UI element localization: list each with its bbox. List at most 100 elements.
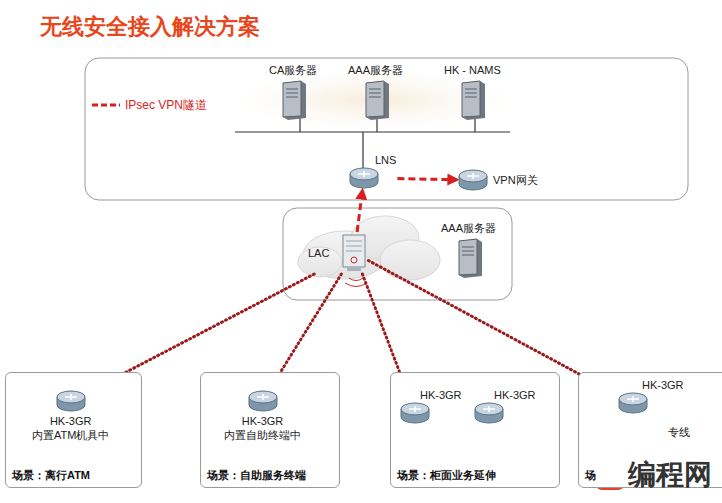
device-note: 内置自助终端中 [224, 428, 301, 442]
device-label: HK-3GR [50, 414, 92, 428]
lac-body [343, 235, 365, 267]
router-icon [474, 402, 504, 424]
lac-antenna [351, 257, 357, 263]
router-mark [627, 396, 639, 402]
server-bus [235, 131, 510, 132]
diagram-title: 无线安全接入解决方案 [40, 12, 260, 42]
device-label: CA服务器 [269, 63, 317, 77]
device-label: 场 [585, 468, 596, 482]
server-front [283, 81, 301, 117]
device-node: HK-3GR [399, 387, 463, 425]
icon [349, 167, 379, 189]
router-mark [483, 406, 495, 412]
device-label: LNS [375, 153, 396, 167]
device-node: VPN网关 [457, 168, 539, 192]
router-icon [458, 169, 488, 191]
line-label: 专线 [668, 426, 690, 438]
server-slots [286, 89, 298, 97]
device-label: HK-3GR [642, 378, 684, 392]
legend-sample [92, 104, 120, 107]
cloud [298, 216, 440, 280]
leased-line [652, 408, 690, 428]
device-node: HK - NAMS [443, 62, 502, 121]
device-label: HK-3GR [494, 388, 536, 402]
icon [458, 80, 486, 120]
server-icon [279, 80, 307, 120]
link [631, 414, 640, 428]
router-top [249, 391, 277, 403]
device-node: HK-3GR [473, 387, 537, 425]
device-label: 场景：离行ATM [12, 468, 90, 482]
router-top [401, 403, 429, 415]
device-node: LAC [307, 232, 368, 274]
core-region [85, 58, 688, 200]
router-icon [349, 167, 379, 189]
router-icon [248, 390, 278, 412]
server-side [459, 239, 482, 278]
router-top [57, 391, 85, 403]
icon [474, 402, 504, 424]
wave [349, 278, 363, 281]
server-side [462, 81, 485, 120]
server-front [459, 239, 477, 275]
bus-drop [376, 118, 377, 132]
device-label: VPN网关 [493, 173, 538, 187]
cloud-part [380, 240, 440, 280]
server-side [283, 81, 306, 120]
device-label: AAA服务器 [441, 221, 496, 235]
device-label: HK - NAMS [444, 63, 501, 77]
icon [279, 80, 307, 120]
device-label: HK-3GR [242, 414, 284, 428]
lns-drop [362, 132, 363, 168]
device-node: AAA服务器 [440, 220, 497, 279]
wireless-link [362, 274, 405, 387]
device-node: HK-3GR [617, 377, 685, 415]
router-icon [400, 402, 430, 424]
device-label: 场景：自助服务终端 [207, 468, 306, 482]
server-front [462, 81, 480, 117]
device-label: 场景：柜面业务延伸 [397, 468, 496, 482]
icon [248, 390, 278, 412]
router-icon [56, 390, 86, 412]
device-node: LNS [348, 152, 397, 190]
router-mark [409, 406, 421, 412]
scene-box: 场景：自助服务终端 HK-3GR内置自助终端中 [200, 372, 340, 488]
server-slots [465, 89, 477, 97]
router-top [350, 168, 378, 180]
device-label: HK-3GR [420, 388, 462, 402]
watermark: 编程网 [628, 460, 712, 491]
device-node: CA服务器 [268, 62, 318, 121]
server-front [366, 81, 384, 117]
device-label: AAA服务器 [348, 63, 403, 77]
device-node: HK-3GR内置自助终端中 [223, 389, 302, 443]
icon [458, 169, 488, 191]
server-icon [458, 80, 486, 120]
icon [618, 392, 648, 414]
lac-foot [347, 267, 361, 271]
lac-icon [341, 233, 367, 273]
wave [345, 283, 367, 287]
device-label: LAC [308, 246, 329, 260]
router-mark [65, 394, 77, 400]
server-glow [235, 70, 515, 130]
scene-box: 场景：离行ATM HK-3GR内置ATM机具中 [5, 372, 142, 488]
router-icon [618, 392, 648, 414]
bus-drop [299, 118, 300, 132]
router-top [475, 403, 503, 415]
server-side [366, 81, 389, 120]
device-node: AAA服务器 [347, 62, 404, 121]
icon [400, 402, 430, 424]
vpn-tunnel [397, 179, 457, 180]
icon [455, 238, 483, 278]
lac-lines [346, 241, 362, 251]
access-region [283, 208, 512, 300]
server-slots [369, 89, 381, 97]
server-slots [462, 247, 474, 255]
legend-text: IPsec VPN隧道 [125, 97, 207, 114]
device-note: 内置ATM机具中 [32, 428, 109, 442]
router-mark [467, 173, 479, 179]
bus-drop [474, 118, 475, 132]
device-node: HK-3GR内置ATM机具中 [31, 389, 110, 443]
cloud-part [298, 247, 342, 277]
router-top [619, 393, 647, 405]
